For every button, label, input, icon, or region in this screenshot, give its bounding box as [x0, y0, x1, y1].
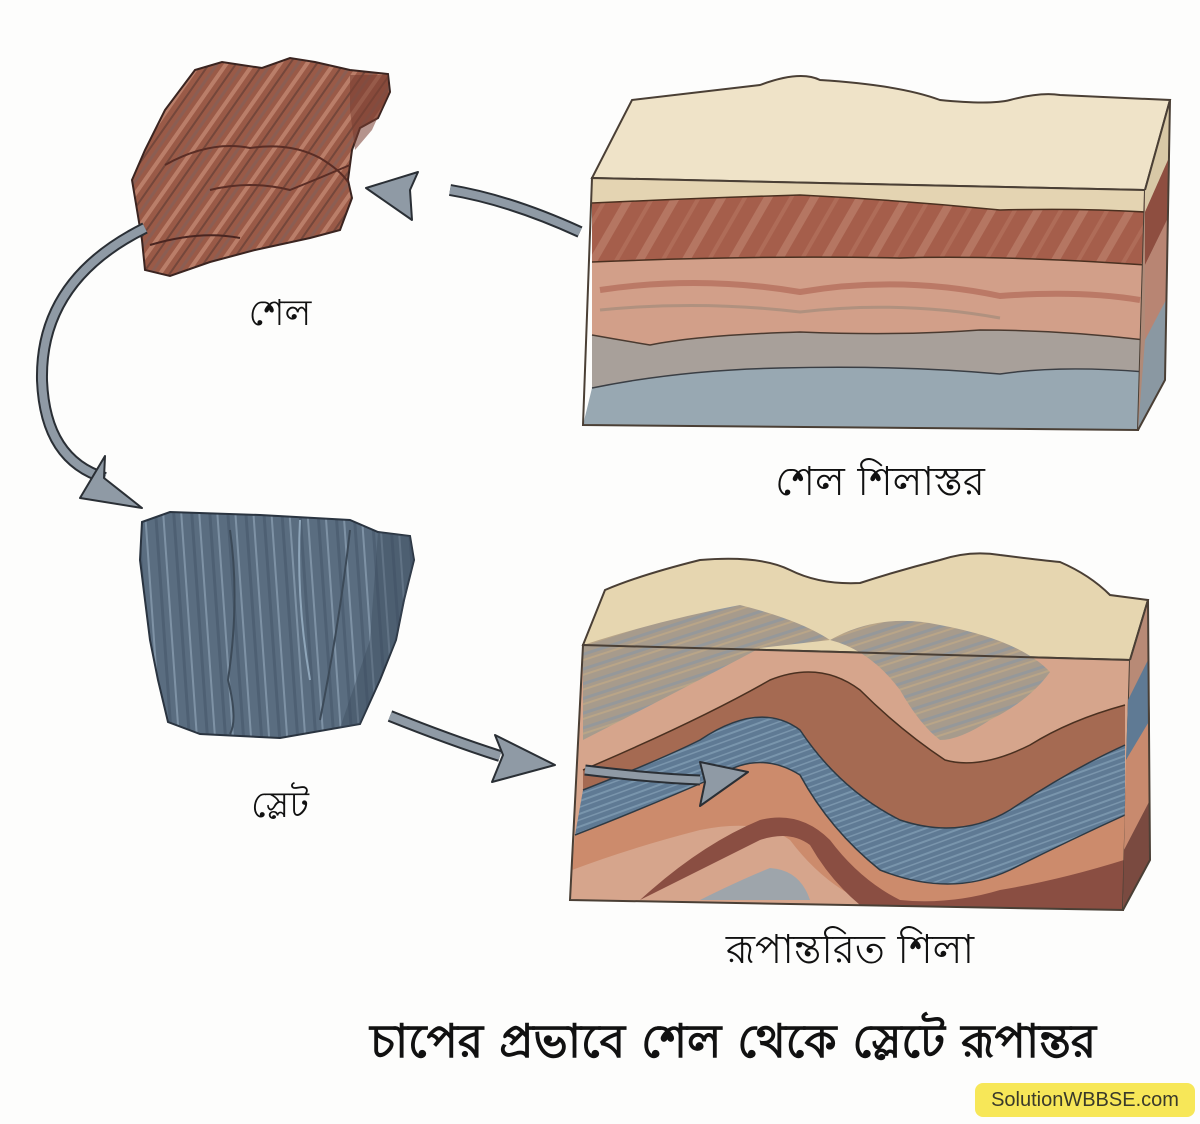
shale-strata-block — [581, 75, 1172, 432]
shale-rock-illustration — [130, 56, 392, 278]
arrow-strata-to-shale — [365, 171, 583, 238]
slate-label: স্লেট — [251, 785, 309, 826]
slate-rock-illustration — [138, 510, 416, 740]
shale-strata-label: শেল শিলাস্তর — [775, 459, 985, 505]
diagram-caption: চাপের প্রভাবে শেল থেকে স্লেটে রূপান্তর — [370, 1014, 1097, 1068]
pressure-arrow-icon — [584, 761, 749, 807]
metamorphic-rock-block — [568, 552, 1152, 912]
shale-label: শেল — [248, 293, 312, 334]
metamorphic-rock-label: রূপান্তরিত শিলা — [725, 927, 975, 973]
arrow-slate-to-metamorphic — [387, 710, 556, 783]
watermark-badge: SolutionWBBSE.com — [975, 1083, 1195, 1117]
arrow-shale-to-slate — [35, 222, 148, 509]
